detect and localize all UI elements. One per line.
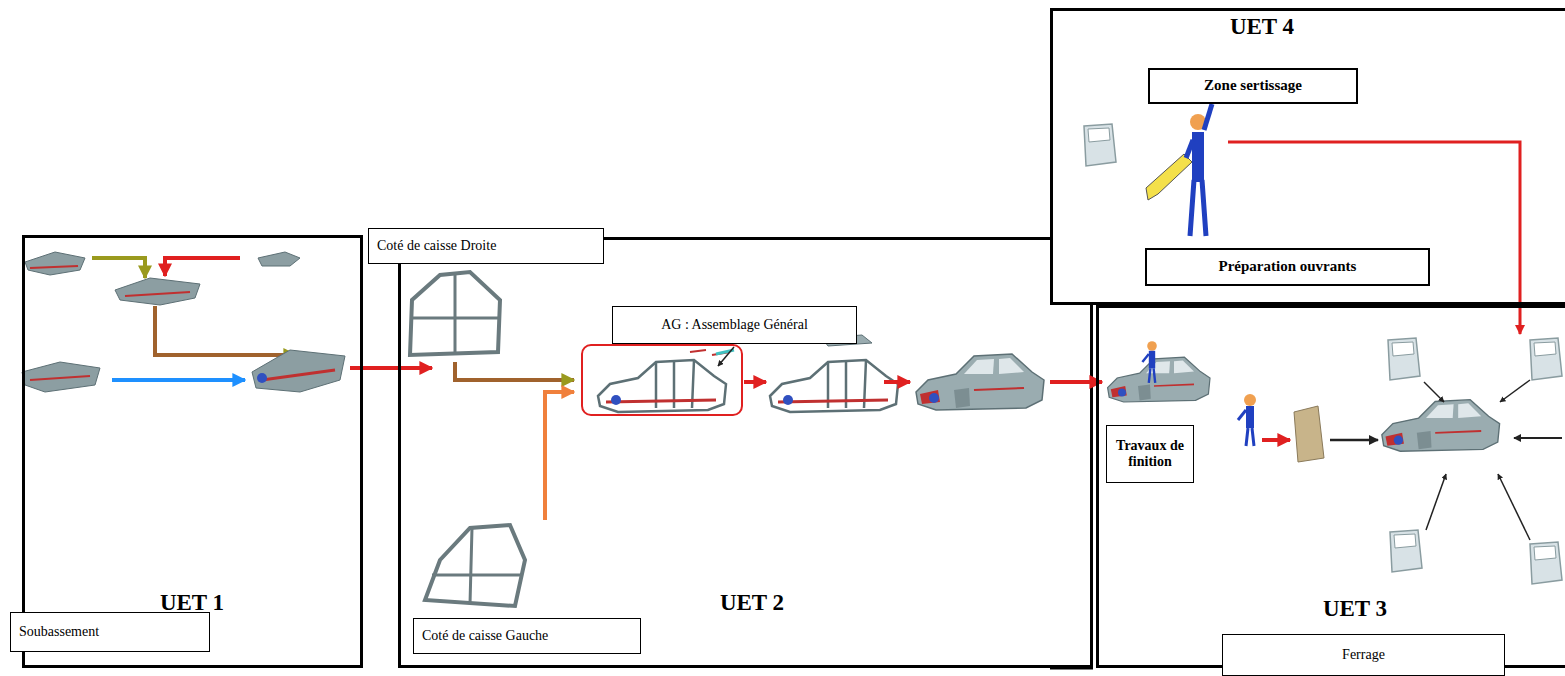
worker-figure (1238, 394, 1256, 446)
title-holder: UET 3 (1205, 596, 1505, 622)
zone-label: Zone sertissage (1148, 68, 1358, 104)
floor-part (258, 252, 300, 266)
flow-arrow (1426, 474, 1446, 530)
region-title: UET 2 (720, 590, 784, 616)
area-label: Ferrage (1222, 634, 1505, 676)
car-body (916, 354, 1044, 410)
box-text: Soubassement (19, 624, 99, 640)
box-text: Préparation ouvrants (1219, 258, 1357, 275)
part-detail (30, 376, 90, 380)
flow-arrow (884, 380, 910, 384)
car-body (1382, 400, 1500, 452)
region-border (1050, 305, 1092, 668)
body-frame (598, 360, 726, 412)
flow-arrow (545, 392, 574, 520)
part-label: Coté de caisse Droite (368, 228, 604, 264)
door-panel (1390, 530, 1422, 572)
highlight-frame (582, 345, 742, 415)
work-unit-region: UET 4 Zone sertissagePréparation ouvrants (1050, 8, 1565, 305)
worker-figure (1142, 341, 1156, 383)
box-text: AG : Assemblage Général (661, 317, 808, 333)
box-text: Coté de caisse Gauche (422, 628, 548, 644)
work-unit-region: UET 3 Travaux de finitionFerrage (1096, 305, 1565, 668)
flow-arrow (744, 380, 766, 384)
flow-arrow (1330, 439, 1378, 442)
box-text: Coté de caisse Droite (377, 238, 496, 254)
callout-arrow (718, 347, 734, 366)
step-label: Préparation ouvrants (1145, 248, 1430, 286)
flow-arrow (1262, 438, 1290, 442)
side-frame-left (425, 525, 525, 606)
door-panel (1530, 338, 1562, 380)
part-label: Coté de caisse Gauche (413, 618, 641, 654)
flow-arrow (1500, 380, 1530, 402)
side-frame-right (410, 272, 500, 355)
door-panel (1084, 124, 1116, 166)
car-body (1108, 357, 1210, 402)
assembled-floor (252, 350, 345, 392)
box-text: Ferrage (1342, 647, 1385, 663)
work-unit-region: UET 1Soubassement (22, 235, 363, 668)
floor-part (22, 362, 100, 392)
region-title: UET 3 (1323, 596, 1387, 622)
flow-arrow (1498, 474, 1530, 540)
hemming-tool (1146, 154, 1192, 200)
box-text: Zone sertissage (1204, 77, 1302, 94)
flow-arrow (112, 378, 245, 382)
worker-figure (1186, 104, 1212, 236)
door-panel (1388, 338, 1420, 380)
flow-arrow (1514, 437, 1562, 439)
flow-arrow (92, 258, 145, 278)
flow-arrow (455, 362, 574, 380)
flow-arrow (1050, 380, 1102, 384)
door-panel (1530, 542, 1562, 584)
work-unit-region: UET 2Coté de caisse DroiteAG : Assemblag… (398, 237, 1093, 668)
body-frame (770, 360, 898, 412)
part-detail (30, 266, 78, 268)
title-holder: UET 2 (602, 590, 902, 616)
floor-part (25, 252, 85, 275)
flow-arrow (1424, 382, 1444, 402)
flow-arrow (155, 306, 296, 355)
callout-label: AG : Assemblage Général (612, 306, 857, 344)
part-label: Soubassement (10, 612, 210, 652)
floor-part (115, 278, 200, 305)
part-detail (125, 292, 190, 296)
fender-part (1294, 406, 1324, 462)
region-title: UET 4 (1230, 14, 1294, 40)
step-label: Travaux de finition (1106, 425, 1194, 483)
box-text: Travaux de finition (1111, 438, 1189, 470)
title-holder: UET 4 (1112, 14, 1412, 40)
flow-arrow (165, 258, 240, 276)
